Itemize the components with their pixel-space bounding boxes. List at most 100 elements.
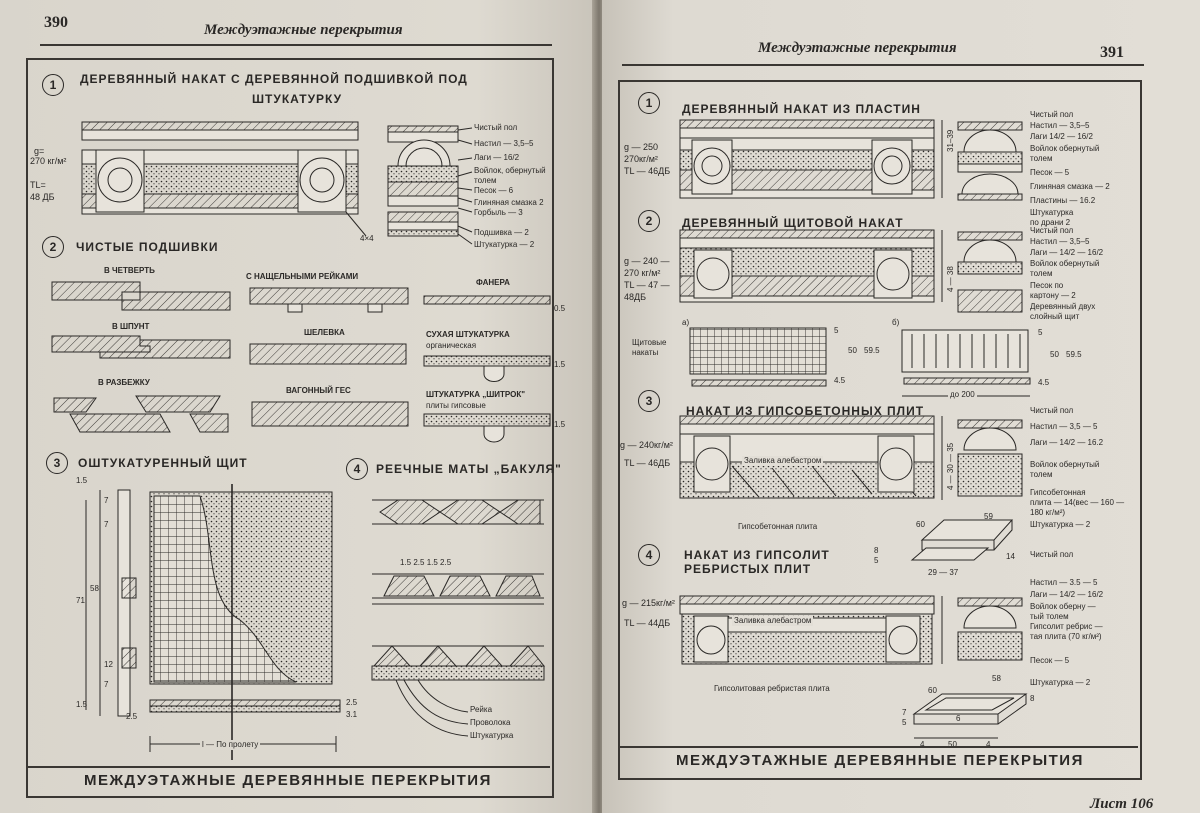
left-s2-dim-0: 0.5	[554, 304, 566, 313]
left-s1-label-3: Войлок, обернутый	[474, 166, 546, 175]
right-s2-dim-b-3: 4.5	[1038, 378, 1050, 387]
right-s4-dim-top-0: 8	[874, 546, 879, 555]
right-s2-label-4: толем	[1030, 269, 1053, 278]
right-s1-title: ДЕРЕВЯННЫЙ НАКАТ ИЗ ПЛАСТИН	[682, 102, 921, 116]
right-s2-dim-a-0: 5	[834, 326, 839, 335]
right-s1-label-2: Лаги 14/2 — 16/2	[1030, 132, 1093, 141]
left-s4-label-1: Проволока	[470, 718, 511, 727]
right-s3-g: g — 240кг/м²	[620, 440, 673, 450]
right-s3-label-1: Настил — 3,5 — 5	[1030, 422, 1098, 431]
right-s4-plate-dim-5: 5	[902, 718, 907, 727]
left-s2-title: ЧИСТЫЕ ПОДШИВКИ	[76, 240, 219, 254]
right-s3-label-0: Чистый пол	[1030, 406, 1074, 415]
left-s2-drawings	[51, 281, 551, 443]
left-s3-dim-2: 7	[104, 520, 109, 529]
right-s4-label-6: тая плита (70 кг/м²)	[1030, 632, 1102, 641]
right-s1-mass: 270кг/м²	[624, 154, 658, 164]
left-s3-span: l — По пролету	[200, 740, 261, 750]
right-s2-label-3: Войлок обернутый	[1030, 259, 1100, 268]
right-s2-tl2: 48ДБ	[624, 292, 647, 302]
left-head-rule	[40, 44, 552, 46]
left-drawings	[51, 121, 551, 760]
right-s3-label-5: Гипсобетонная	[1030, 488, 1086, 497]
right-s4-label-3: Войлок оберну —	[1030, 602, 1096, 611]
left-s1-label-8: Подшивка — 2	[474, 228, 529, 237]
left-s1-label-1: Настил — 3,5–5	[474, 139, 534, 148]
left-s4-drawings	[371, 499, 546, 737]
left-page: 390 Междуэтажные перекрытия	[0, 0, 596, 813]
right-s4-fill: Заливка алебастром	[732, 616, 814, 626]
right-s4-label-2: Лаги — 14/2 — 16/2	[1030, 590, 1104, 599]
right-s2-mass: 270 кг/м²	[624, 268, 661, 278]
right-s4-section	[679, 547, 1028, 739]
right-s2-number: 2	[638, 210, 660, 232]
left-s2-item-10: плиты гипсовые	[426, 401, 486, 410]
right-s4-plate-dim-1: 60	[928, 686, 937, 695]
right-s2-label-1: Настил — 3,5–5	[1030, 237, 1090, 246]
left-s3-dim-7: 1.5	[76, 700, 88, 709]
right-s3-tl: TL — 46ДБ	[624, 458, 671, 468]
left-s3-dim-9: 2.5	[346, 698, 358, 707]
right-s4-number: 4	[638, 544, 660, 566]
right-s2-shield-label-1: Щитовые	[632, 338, 667, 347]
right-head-rule	[622, 64, 1144, 66]
right-s2-span: до 200	[948, 390, 977, 400]
left-s4-label-2: Штукатурка	[470, 731, 514, 740]
left-s3-dim-6: 7	[104, 680, 109, 689]
left-s3-dim-8: 2.5	[126, 712, 138, 721]
left-s1-label-9: Штукатурка — 2	[474, 240, 535, 249]
right-s4-title-line1: НАКАТ ИЗ ГИПСОЛИТ	[684, 548, 830, 562]
right-running-head: Междуэтажные перекрытия	[758, 40, 957, 56]
right-s3-height: 4 — 30 — 35	[946, 442, 955, 490]
right-s3-label-6: плита — 14(вес — 160 —	[1030, 498, 1125, 507]
left-s1-label-7: Горбыль — 3	[474, 208, 523, 217]
right-s4-g: g — 215кг/м²	[622, 598, 675, 608]
right-s1-label-9: по драни 2	[1030, 218, 1071, 227]
right-s4-plate-dim-8: 4	[986, 740, 991, 749]
right-s2-dim-a-3: 4.5	[834, 376, 846, 385]
right-s2-shield-label-2: накаты	[632, 348, 659, 357]
left-s1-label-4: толем	[474, 176, 497, 185]
right-s1-label-6: Глиняная смазка — 2	[1030, 182, 1110, 191]
left-s4-title: РЕЕЧНЫЕ МАТЫ „БАКУЛЯ"	[376, 462, 562, 476]
left-s1-label-2: Лаги — 16/2	[474, 153, 520, 162]
right-s1-number: 1	[638, 92, 660, 114]
right-s1-label-5: Песок — 5	[1030, 168, 1070, 177]
left-s1-label-6: Глиняная смазка 2	[474, 198, 544, 207]
right-s4-title-line2: РЕБРИСТЫХ ПЛИТ	[684, 562, 812, 576]
left-s2-dim-1: 1.5	[554, 360, 566, 369]
left-s3-dim-3: 58	[90, 584, 99, 593]
right-s1-section	[679, 119, 1023, 201]
right-sheet-number: Лист 106	[1090, 796, 1154, 812]
right-s4-plate-dim-6: 4	[920, 740, 925, 749]
right-s2-section	[679, 229, 1031, 397]
left-s2-item-3: В ШПУНТ	[112, 322, 150, 331]
right-s3-label-7: 180 кг/м²)	[1030, 508, 1066, 517]
right-s1-g: g — 250	[624, 142, 659, 152]
left-s2-item-0: В ЧЕТВЕРТЬ	[104, 266, 155, 275]
left-s2-item-1: С НАЩЕЛЬНЫМИ РЕЙКАМИ	[246, 272, 359, 281]
right-s4-plate-dim-0: 58	[992, 674, 1001, 683]
left-s1-mark: 4×4	[360, 234, 374, 243]
right-page-number: 391	[1100, 44, 1124, 61]
right-s3-number: 3	[638, 390, 660, 412]
right-drawings	[679, 119, 1031, 739]
right-s4-plate-dim-2: 8	[1030, 694, 1035, 703]
left-footer-title: МЕЖДУЭТАЖНЫЕ ДЕРЕВЯННЫЕ ПЕРЕКРЫТИЯ	[84, 772, 492, 789]
right-s2-height: 4 — 38	[946, 266, 955, 292]
right-footer-rule	[620, 746, 1138, 748]
right-s4-plate-dim-3: 7	[902, 708, 907, 717]
right-s2-variant-a: а)	[682, 318, 690, 327]
left-s4-dims: 1.5 2.5 1.5 2.5	[400, 558, 452, 567]
right-s1-label-3: Войлок обернутый	[1030, 144, 1100, 153]
right-s1-label-4: толем	[1030, 154, 1053, 163]
right-s1-label-0: Чистый пол	[1030, 110, 1074, 119]
right-s4-label-4: тый толем	[1030, 612, 1069, 621]
left-s2-item-6: органическая	[426, 341, 477, 350]
right-s3-title: НАКАТ ИЗ ГИПСОБЕТОННЫХ ПЛИТ	[686, 404, 925, 418]
right-s2-dim-a-1: 50	[848, 346, 857, 355]
left-s4-label-0: Рейка	[470, 705, 493, 714]
left-running-head: Междуэтажные перекрытия	[204, 22, 403, 38]
left-s3-dim-4: 71	[76, 596, 85, 605]
